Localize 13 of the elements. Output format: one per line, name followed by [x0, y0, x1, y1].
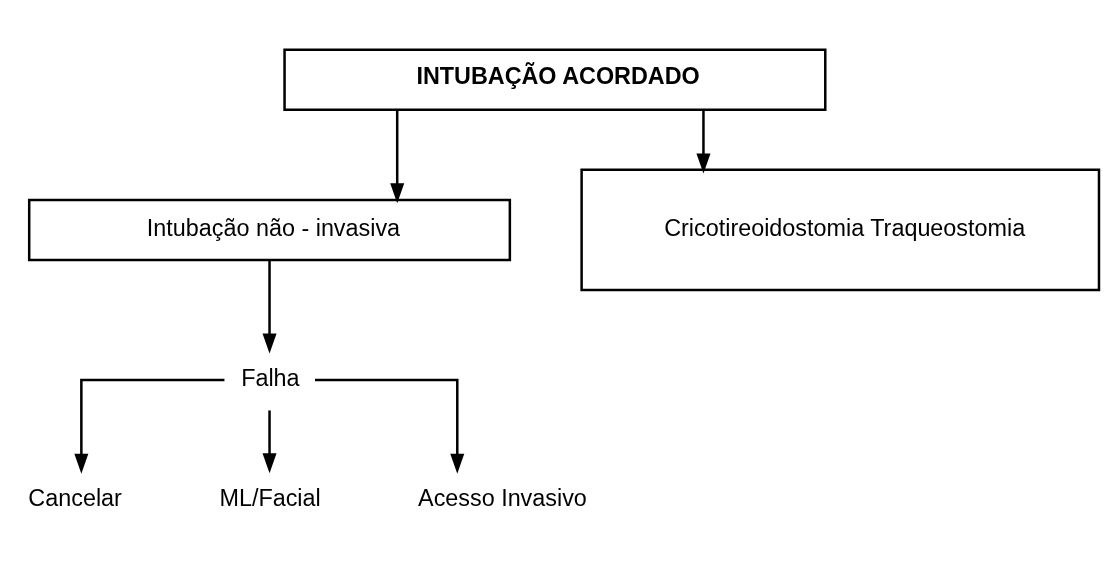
- arrow: [262, 410, 277, 474]
- node-text: Cancelar: [28, 485, 122, 512]
- node-text: Acesso Invasivo: [418, 485, 587, 512]
- node-text: Falha: [241, 365, 300, 392]
- arrow: [74, 378, 225, 474]
- arrow: [262, 260, 277, 354]
- arrow: [314, 378, 465, 474]
- node-box: INTUBAÇÃO ACORDADO: [283, 48, 827, 111]
- node-box: Cricotireoidostomia Traqueostomia: [580, 168, 1101, 292]
- node-text: ML/Facial: [219, 485, 321, 512]
- arrow: [390, 110, 405, 204]
- node-box: Intubação não - invasiva: [27, 198, 512, 262]
- arrow: [696, 110, 711, 174]
